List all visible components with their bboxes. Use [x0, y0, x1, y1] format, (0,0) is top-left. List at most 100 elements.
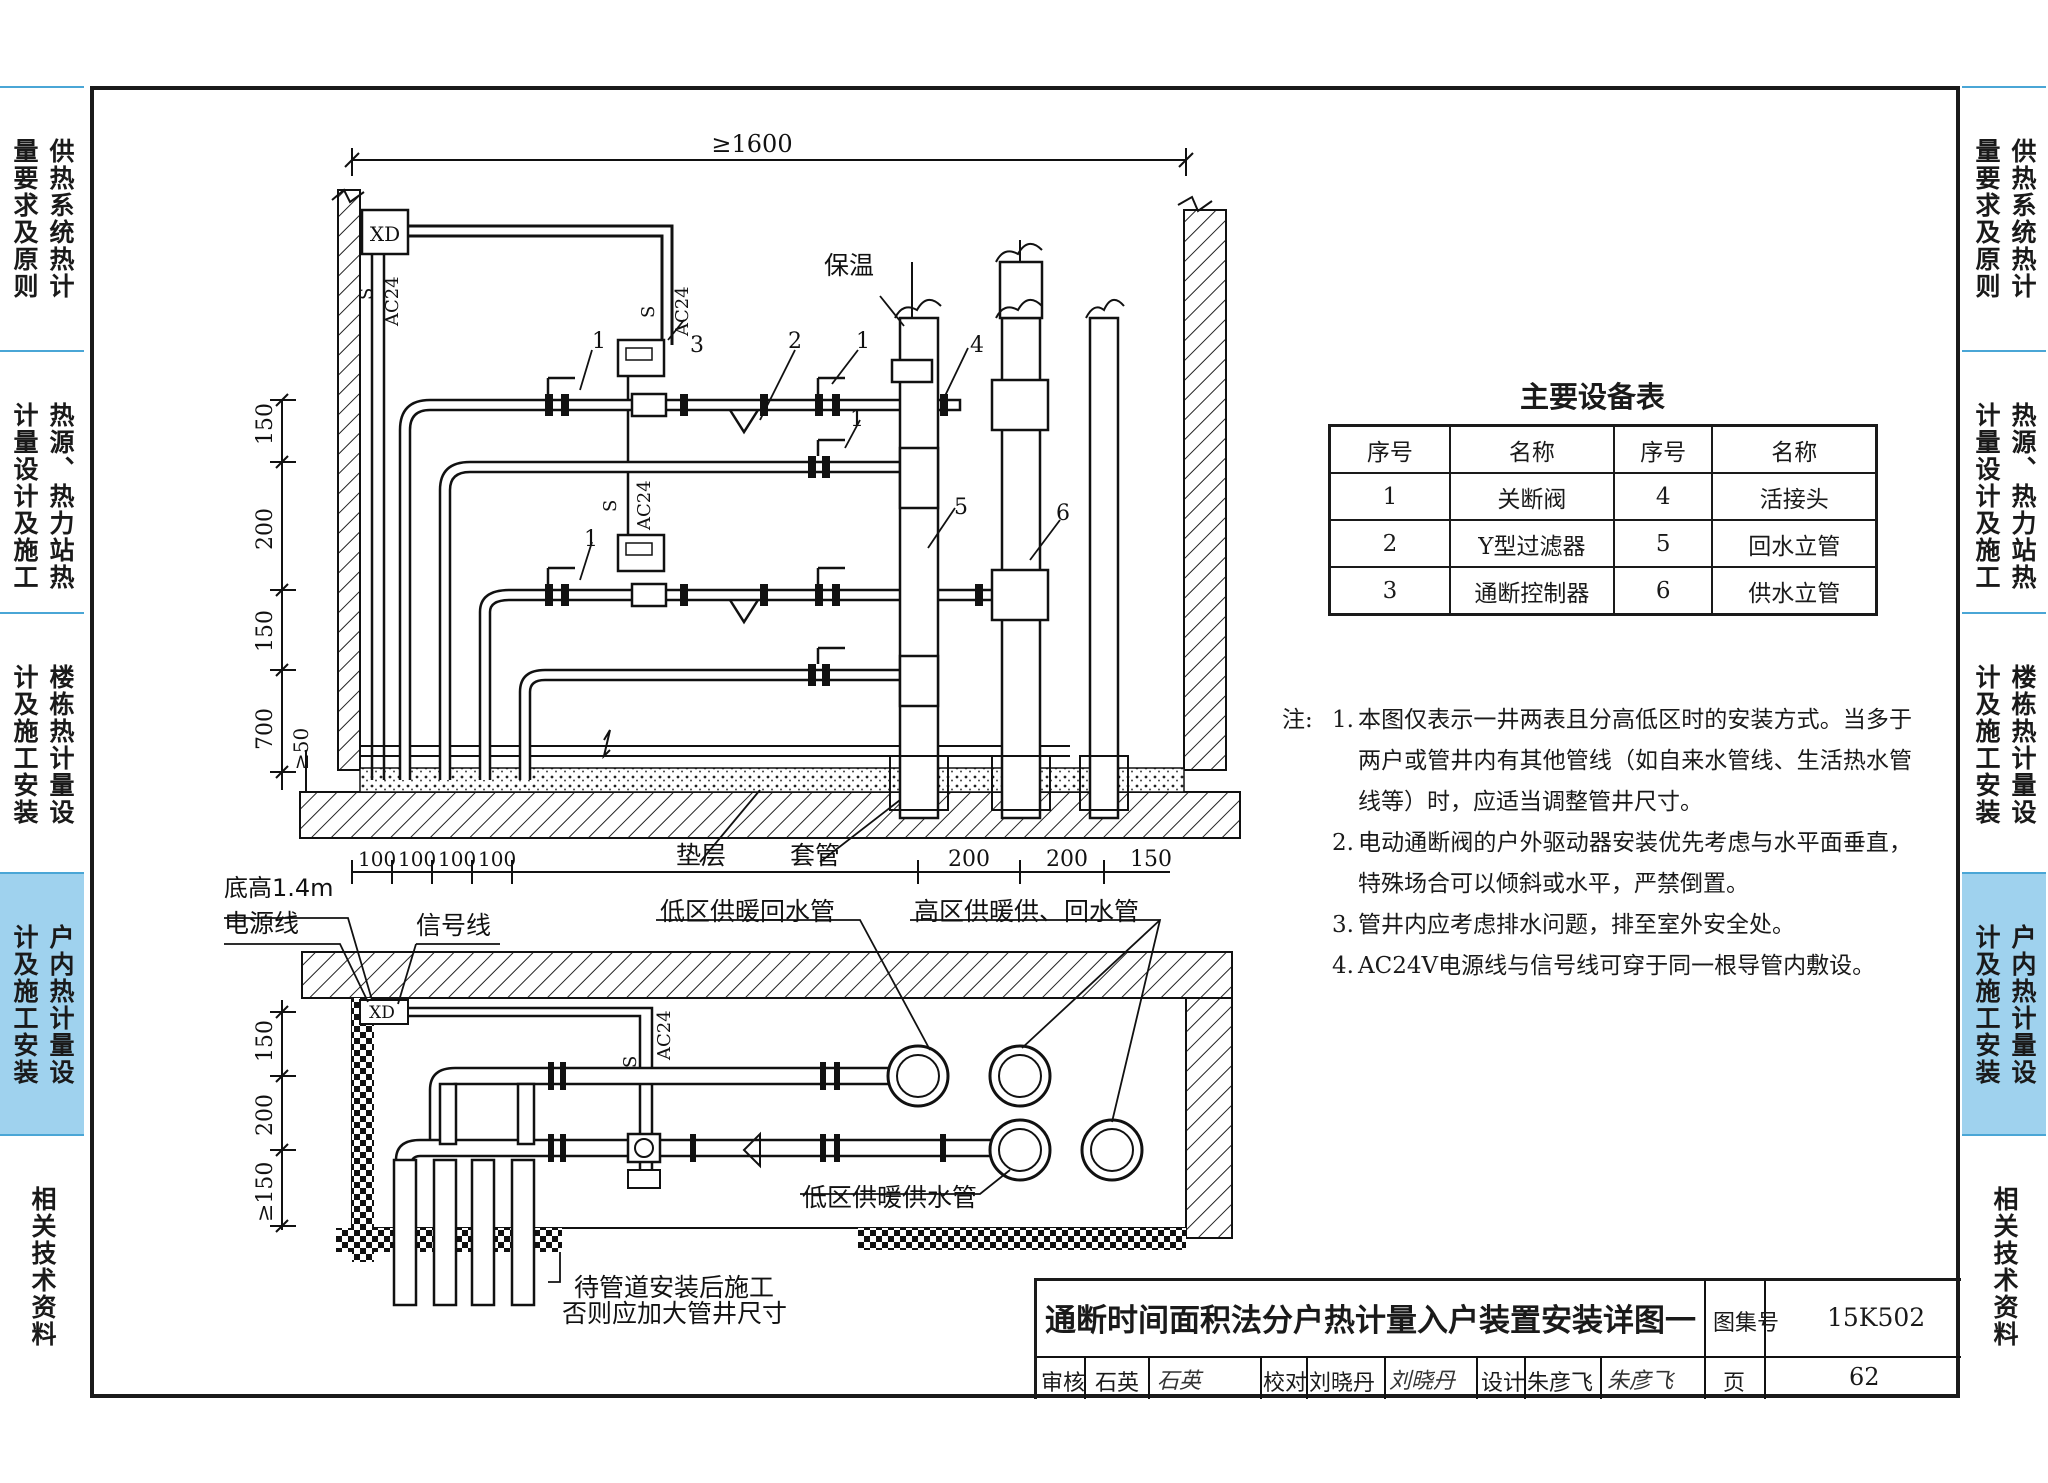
equipment-name-cell: 活接头: [1711, 472, 1878, 521]
side-tab-label: 供热系统热计量要求及原则: [0, 138, 84, 300]
callout-union: 4: [970, 333, 984, 358]
designer-name: 朱彦飞: [1527, 1371, 1594, 1396]
floor-slab: [299, 791, 1241, 839]
checker-signature: 刘晓丹: [1389, 1369, 1456, 1394]
equipment-table-header: 序号 名称 序号 名称: [1328, 424, 1878, 474]
reviewer-signature: 石英: [1157, 1369, 1202, 1394]
base-height-label: 底高1.4m: [224, 874, 334, 902]
plan-dim-200: 200: [253, 1094, 278, 1136]
design-label: 设计: [1481, 1371, 1526, 1396]
side-tab-line: 计及施工安装: [10, 924, 39, 1086]
callout-shutoff-valve: 1: [850, 407, 864, 432]
xd-box-label: XD: [370, 222, 400, 246]
dim-100: 100: [358, 847, 396, 871]
wire-label-ac24: AC24: [672, 286, 693, 337]
atlas-label: 图集号: [1713, 1311, 1780, 1336]
equipment-name-cell: 通断控制器: [1448, 566, 1615, 616]
plan-wire-ac24: AC24: [654, 1010, 675, 1061]
side-tab-line: 计量设计及施工: [10, 402, 39, 591]
equipment-seq-cell: 4: [1612, 472, 1714, 521]
equipment-seq-cell: 5: [1612, 519, 1714, 568]
low-supply-label: 低区供暖供水管: [802, 1183, 977, 1212]
note-number: 3.: [1332, 912, 1354, 938]
cushion-layer: [359, 767, 1185, 793]
note-prefix: [1282, 946, 1332, 987]
check-label: 校对: [1263, 1371, 1308, 1396]
elevation-view: [270, 148, 1241, 884]
high-supply-return-label: 高区供暖供、回水管: [914, 897, 1139, 926]
note-number: 1.: [1332, 707, 1354, 733]
top-dimension: ≥1600: [711, 130, 792, 158]
wire-label-s: S: [356, 288, 377, 300]
side-tab-right-4[interactable]: 户内热计量设计及施工安装: [1962, 872, 2046, 1134]
reviewer-name: 石英: [1095, 1371, 1140, 1396]
equipment-name-cell: 回水立管: [1711, 519, 1878, 568]
side-tab-line: 热源、热力站热: [46, 402, 75, 591]
power-line-label: 电源线: [224, 909, 299, 938]
side-tab-line: 楼栋热计量设: [46, 664, 75, 826]
header-seq-2: 序号: [1612, 424, 1714, 474]
equipment-seq-cell: 6: [1612, 566, 1714, 616]
side-tab-left-4[interactable]: 户内热计量设计及施工安装: [0, 872, 84, 1134]
construct-note-line-2: 否则应加大管井尺寸: [562, 1299, 787, 1328]
side-tab-left-1[interactable]: 供热系统热计量要求及原则: [0, 86, 84, 350]
equipment-name-cell: 关断阀: [1448, 472, 1615, 521]
right-wall: [1183, 209, 1227, 771]
signal-line-label: 信号线: [416, 911, 491, 940]
side-tab-line: 相关技术资料: [28, 1186, 57, 1348]
side-tab-right-2[interactable]: 热源、热力站热计量设计及施工: [1962, 350, 2046, 612]
side-tab-left-3[interactable]: 楼栋热计量设计及施工安装: [0, 612, 84, 872]
title-block-grid: [1037, 1281, 1961, 1399]
note-prefix: [1282, 905, 1332, 946]
drawing-frame: [90, 86, 1960, 1398]
side-tab-line: 计量设计及施工: [1972, 402, 2001, 591]
callout-return-riser: 5: [954, 495, 968, 520]
side-tab-line: 供热系统热计: [2008, 138, 2037, 300]
insulation-label: 保温: [824, 251, 874, 280]
equipment-name-cell: Y型过滤器: [1448, 519, 1615, 568]
side-tab-line: 计及施工安装: [1972, 924, 2001, 1086]
header-seq-1: 序号: [1328, 424, 1451, 474]
equipment-seq-cell: 1: [1328, 472, 1451, 521]
side-tab-line: 计及施工安装: [10, 664, 39, 826]
riser-5: [898, 316, 940, 820]
note-item: 2.电动通断阀的户外驱动器安装优先考虑与水平面垂直，特殊场合可以倾斜或水平，严禁…: [1282, 823, 1912, 905]
side-tab-left-5[interactable]: 相关技术资料: [0, 1134, 84, 1398]
dim-700: 700: [253, 708, 278, 750]
dim-200: 200: [1046, 847, 1088, 872]
title-block: 通断时间面积法分户热计量入户装置安装详图一 图集号 15K502 审核 石英 石…: [1034, 1278, 1961, 1399]
side-tab-right-5[interactable]: 相关技术资料: [1962, 1134, 2046, 1398]
side-tab-line: 供热系统热计: [46, 138, 75, 300]
dim-200: 200: [948, 847, 990, 872]
sleeve-label: 套管: [790, 841, 840, 870]
plan-xd-label: XD: [369, 1003, 395, 1023]
note-item: 注:1.本图仅表示一井两表且分高低区时的安装方式。当多于两户或管井内有其他管线（…: [1282, 700, 1912, 823]
header-name-2: 名称: [1711, 424, 1878, 474]
note-text: 管井内应考虑排水问题，排至室外安全处。: [1358, 912, 1795, 938]
side-tab-left-2[interactable]: 热源、热力站热计量设计及施工: [0, 350, 84, 612]
side-tab-right-3[interactable]: 楼栋热计量设计及施工安装: [1962, 612, 2046, 872]
dim-200: 200: [253, 508, 278, 550]
side-tab-line: 热源、热力站热: [2008, 402, 2037, 591]
note-text: 电动通断阀的户外驱动器安装优先考虑与水平面垂直，特殊场合可以倾斜或水平，严禁倒置…: [1358, 830, 1912, 897]
callout-supply-riser: 6: [1056, 501, 1070, 526]
notes-block: 注:1.本图仅表示一井两表且分高低区时的安装方式。当多于两户或管井内有其他管线（…: [1282, 700, 1912, 987]
plan-view: [224, 917, 1233, 1307]
left-wall: [337, 189, 361, 771]
dim-100: 100: [398, 847, 436, 871]
note-number: 2.: [1332, 830, 1354, 856]
side-tab-right-1[interactable]: 供热系统热计量要求及原则: [1962, 86, 2046, 350]
equipment-table-title: 主要设备表: [1520, 380, 1666, 414]
wire-label-s: S: [638, 306, 659, 318]
atlas-number: 15K502: [1827, 1303, 1926, 1332]
dim-min-50: ≥50: [289, 728, 313, 770]
wire-label-ac24: AC24: [382, 276, 403, 327]
note-text: AC24V电源线与信号线可穿于同一根导管内敷设。: [1358, 953, 1876, 979]
side-tab-line: 计及施工安装: [1972, 664, 2001, 826]
note-text: 本图仅表示一井两表且分高低区时的安装方式。当多于两户或管井内有其他管线（如自来水…: [1358, 707, 1912, 815]
cushion-label: 垫层: [676, 841, 726, 870]
page-number: 62: [1849, 1363, 1880, 1391]
